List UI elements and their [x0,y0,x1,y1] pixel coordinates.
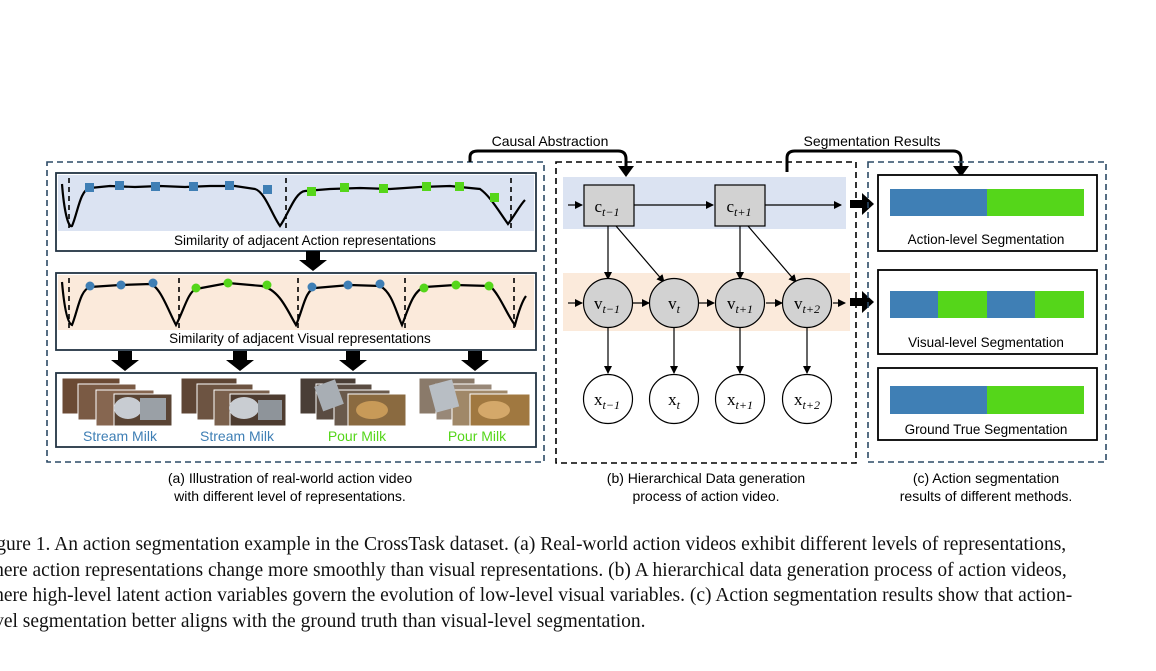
action-marker [490,193,499,202]
action-similarity-label: Similarity of adjacent Action representa… [174,233,436,248]
observation-node-x: xt+1 [714,373,766,425]
graph-edges [568,201,846,374]
video-clip-pour-2 [418,377,531,427]
clip-label: Stream Milk [83,428,158,444]
video-clip-stream-2 [180,377,287,427]
causal-abstraction-label: Causal Abstraction [492,133,609,149]
caption-line: level segmentation better aligns with th… [0,610,646,632]
caption-line: where action representations change more… [0,559,1067,581]
panel-b-caption: (b) Hierarchical Data generation [607,470,805,486]
panel-c-border [867,161,1107,463]
action-marker [307,187,316,196]
clip-label: Stream Milk [200,428,275,444]
video-clip-pour-1 [299,377,407,427]
svg-text:ct+1: ct+1 [727,197,752,219]
action-marker [151,182,160,191]
svg-text:xt: xt [668,390,681,412]
visual-marker [484,281,494,291]
svg-text:vt: vt [668,294,681,316]
visual-marker [85,281,95,291]
panel-a-caption: with different level of representations. [173,488,406,504]
action-marker [263,185,272,194]
result-arrow [850,193,874,215]
result-action-level: Action-level Segmentation [877,174,1098,252]
action-marker [340,183,349,192]
action-marker [422,182,431,191]
panel-c-caption: (c) Action segmentation [913,470,1059,486]
panel-b-caption: process of action video. [632,488,779,504]
visual-marker [191,283,201,293]
video-clip-stream-1 [61,377,173,427]
visual-node-v: vt [648,277,700,329]
clip-label: Pour Milk [448,428,507,444]
action-similarity-curve [60,183,526,228]
visual-marker [307,282,317,292]
svg-text:vt−1: vt−1 [594,294,620,316]
svg-text:vt+2: vt+2 [794,294,820,316]
visual-similarity-plot [55,272,537,351]
visual-node-v: vt+1 [714,277,766,329]
observation-node-x: xt+2 [781,373,833,425]
visual-marker [116,280,126,290]
visual-node-v: vt+2 [781,277,833,329]
panel-a-border [46,161,545,463]
latent-node-c: ct−1 [583,184,635,227]
action-marker [225,181,234,190]
result-arrow [850,291,874,313]
observation-node-x: xt [648,373,700,425]
segmentation-results-label: Segmentation Results [804,133,941,149]
panel-a-caption: (a) Illustration of real-world action vi… [168,470,413,486]
clip-arrows [111,351,489,371]
visual-marker [343,280,353,290]
visual-marker [375,279,385,289]
figure-caption: Figure 1. An action segmentation example… [0,532,1156,634]
visual-marker [419,283,429,293]
caption-line: Figure 1. An action segmentation example… [0,534,1067,555]
visual-node-v: vt−1 [582,277,634,329]
action-marker [189,182,198,191]
panel-b-border [555,161,857,464]
action-similarity-plot [55,172,537,252]
visual-marker [451,280,461,290]
result-visual-level: Visual-level Segmentation [877,269,1098,355]
svg-text:vt+1: vt+1 [727,294,753,316]
latent-node-c: ct+1 [714,184,766,227]
action-marker [379,184,388,193]
result-ground-truth: Ground True Segmentation [877,367,1098,441]
down-arrow [299,251,327,271]
caption-line: where high-level latent action variables… [0,585,1073,606]
segmentation-results-arrow [785,149,963,172]
action-marker [85,183,94,192]
action-marker [455,182,464,191]
svg-text:Action-level Segmentation: Action-level Segmentation [908,232,1065,247]
svg-text:xt−1: xt−1 [594,390,620,412]
visual-marker [262,280,272,290]
svg-text:Visual-level Segmentation: Visual-level Segmentation [908,335,1064,350]
panel-c-caption: results of different methods. [900,488,1073,504]
visual-marker [148,278,158,288]
visual-marker [223,278,233,288]
svg-text:xt+2: xt+2 [794,390,820,412]
figure-1: Similarity of adjacent Action representa… [46,133,1107,504]
clip-label: Pour Milk [328,428,387,444]
action-marker [115,181,124,190]
visual-similarity-label: Similarity of adjacent Visual representa… [169,331,431,346]
svg-text:xt+1: xt+1 [727,390,753,412]
observation-node-x: xt−1 [582,373,634,425]
svg-text:Ground True Segmentation: Ground True Segmentation [905,422,1068,437]
svg-text:ct−1: ct−1 [595,197,620,219]
causal-abstraction-arrow [468,149,628,168]
